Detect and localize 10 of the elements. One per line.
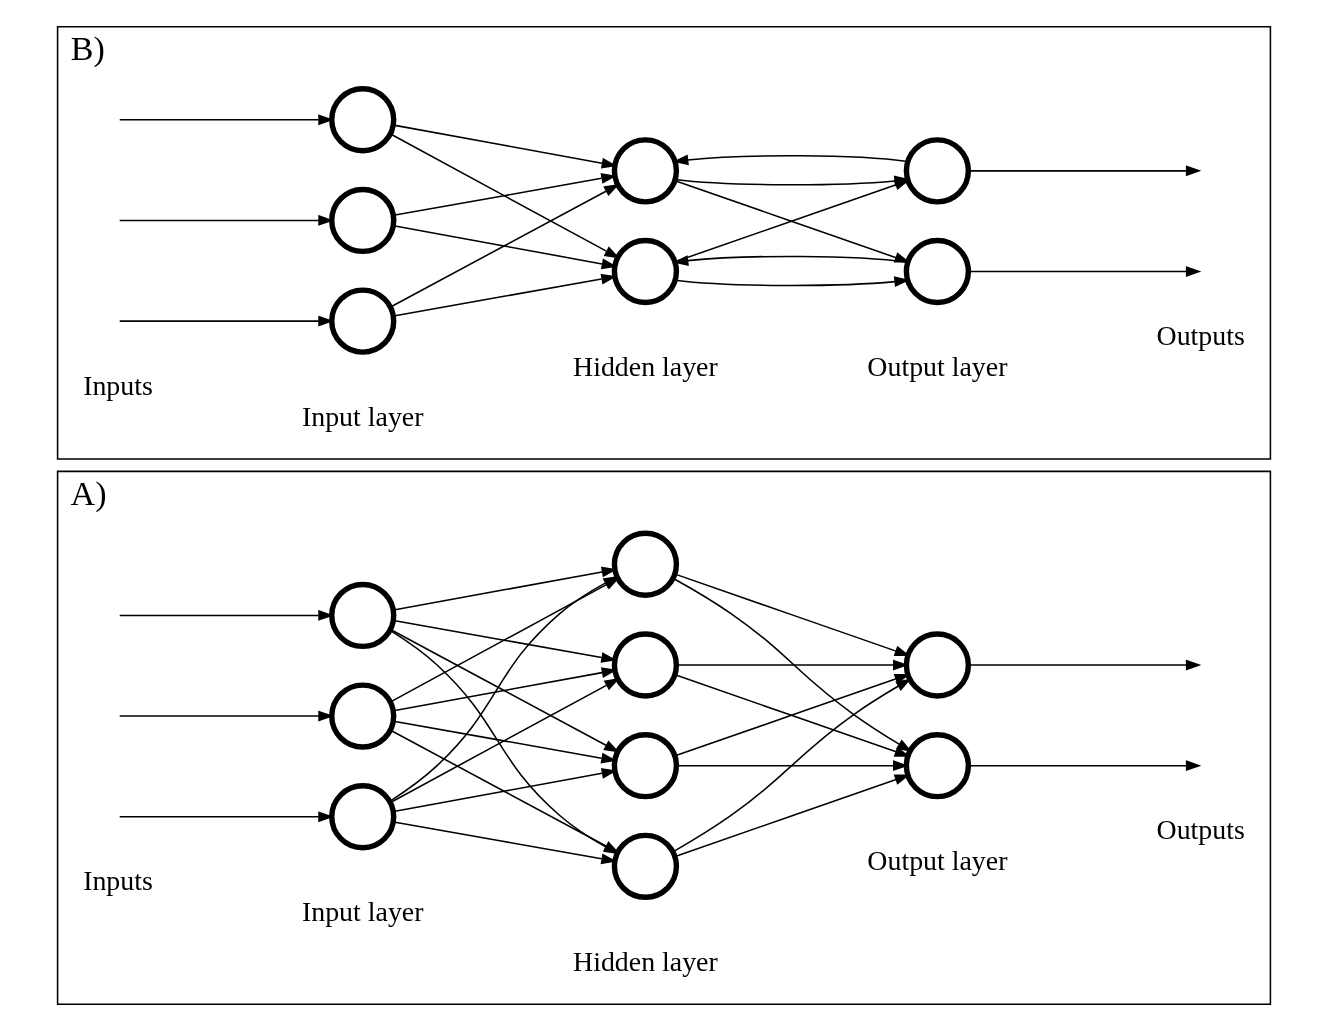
label: Outputs — [1156, 814, 1245, 846]
label: Output layer — [866, 350, 1007, 382]
label: Inputs — [82, 865, 153, 897]
label: Input layer — [301, 896, 423, 928]
label: Outputs — [1156, 319, 1245, 351]
label: Hidden layer — [572, 350, 718, 382]
label: Output layer — [866, 845, 1007, 877]
label: Hidden layer — [572, 945, 718, 977]
label: Input layer — [301, 400, 423, 432]
label: Inputs — [82, 369, 153, 401]
